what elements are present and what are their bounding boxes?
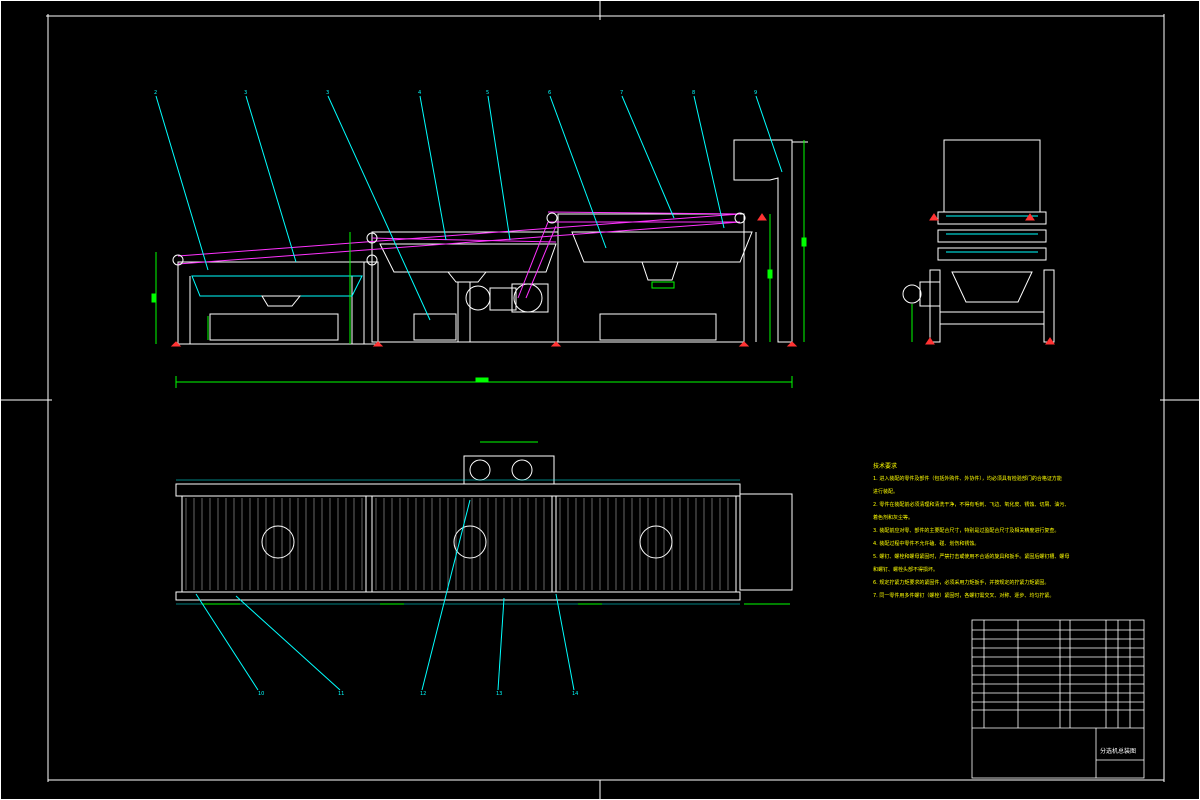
technical-notes: 技术要求 1. 进入装配的零件及部件（包括外购件、外协件），均必须具有检验部门的… — [873, 460, 1073, 603]
balloon-12: 12 — [420, 691, 426, 697]
conveyor-belts — [177, 211, 741, 299]
notes-line: 和螺钉、螺栓头部不得损坏。 — [873, 567, 939, 573]
bottom-leaders — [195, 499, 575, 691]
belt-rollers — [172, 212, 746, 266]
stage2-hopper — [379, 243, 557, 273]
balloon-13: 13 — [496, 691, 502, 697]
notes-line: 2. 零件在装配前必须清理和清洗干净，不得有毛刺、飞边、氧化皮、锈蚀、切屑、油污… — [873, 502, 1070, 508]
balloon-10: 10 — [258, 691, 264, 697]
stage1-frame — [177, 261, 379, 345]
notes-line: 6. 规定拧紧力矩要求的紧固件，必须采用力矩扳手，并按规定的拧紧力矩紧固。 — [873, 580, 1050, 586]
balloon-7: 7 — [620, 90, 623, 96]
stage1-bin — [209, 313, 339, 341]
top-view — [175, 441, 793, 605]
stage3-bin — [599, 313, 717, 341]
balloon-6: 6 — [548, 90, 551, 96]
balloon-9: 9 — [754, 90, 757, 96]
balloon-4: 4 — [418, 90, 421, 96]
screen-slats — [185, 498, 729, 590]
feed-hopper — [733, 139, 793, 343]
balloon-3b: 3 — [326, 90, 329, 96]
notes-line: 7. 同一零件用多件螺钉（螺栓）紧固时，各螺钉需交叉、对称、逐步、均匀拧紧。 — [873, 593, 1055, 599]
balloon-5: 5 — [486, 90, 489, 96]
top-balloons: 2 3 3 4 5 6 7 8 9 — [154, 90, 757, 96]
stage3-hopper — [571, 231, 753, 263]
balloon-2: 2 — [154, 90, 157, 96]
side-view — [902, 139, 1055, 345]
notes-line: 4. 装配过程中零件不允许磕、碰、划伤和锈蚀。 — [873, 541, 980, 547]
front-view — [151, 139, 808, 388]
top-drive-unit — [463, 455, 555, 485]
stage2-bin — [413, 313, 457, 341]
notes-line: 着色剂和灰尘等。 — [873, 515, 914, 521]
balloon-14: 14 — [572, 691, 578, 697]
top-leaders — [155, 95, 783, 321]
bottom-balloons: 10 11 12 13 14 — [258, 691, 578, 697]
balloon-11: 11 — [338, 691, 344, 697]
balloon-3a: 3 — [244, 90, 247, 96]
notes-line: 1. 进入装配的零件及部件（包括外购件、外协件），均必须具有检验部门的合格证方能 — [873, 476, 1062, 482]
side-motor — [902, 284, 922, 304]
notes-line: 5. 螺钉、螺栓和螺母紧固时，严禁打击或使用不合适的旋具和扳手。紧固后螺钉槽、螺… — [873, 554, 1070, 560]
notes-title: 技术要求 — [873, 463, 898, 470]
notes-line: 进行装配。 — [873, 489, 899, 495]
notes-line: 3. 装配前应对零、部件的主要配合尺寸，特别是过盈配合尺寸及相关精度进行复查。 — [873, 528, 1060, 534]
stage1-hopper — [191, 275, 363, 297]
drawing-title: 分选机总装图 — [1100, 748, 1137, 755]
title-block — [971, 619, 1145, 779]
balloon-8: 8 — [692, 90, 695, 96]
top-feed-hopper — [739, 493, 793, 591]
front-dimensions — [151, 140, 807, 388]
ground-markers — [170, 213, 798, 347]
